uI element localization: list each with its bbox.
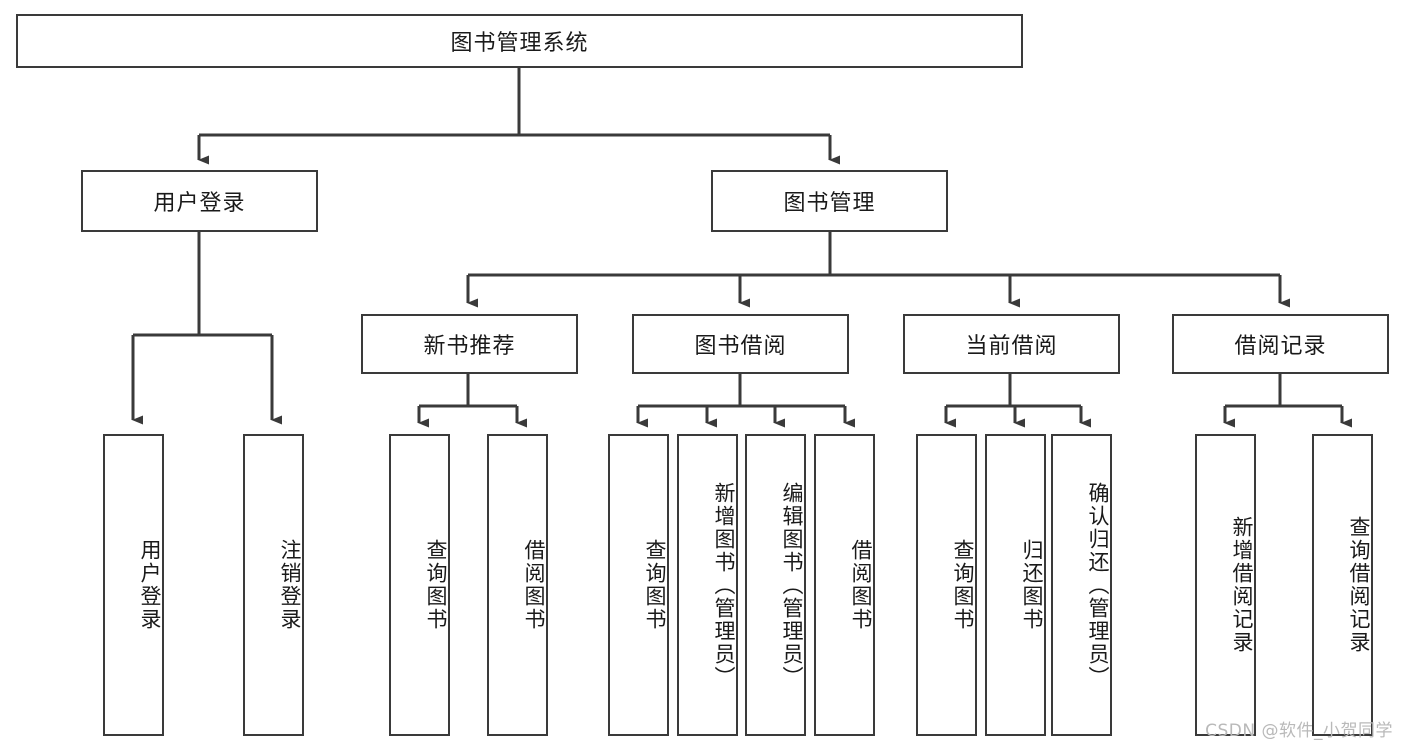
leaf-return-book-label: 归还图书 bbox=[1020, 539, 1044, 631]
node-borrow-record[interactable]: 借阅记录 bbox=[1172, 314, 1389, 374]
leaf-borrow-book-2-label: 借阅图书 bbox=[849, 539, 873, 631]
leaf-logout-login-label: 注销登录 bbox=[278, 539, 302, 631]
node-book-borrow-label: 图书借阅 bbox=[694, 334, 787, 359]
node-current-borrow-label: 当前借阅 bbox=[965, 334, 1058, 359]
leaf-logout-login[interactable]: 注销登录 bbox=[243, 434, 304, 736]
leaf-edit-book[interactable]: 编辑图书（管理员） bbox=[745, 434, 806, 736]
leaf-user-login[interactable]: 用户登录 bbox=[103, 434, 164, 736]
node-user-login-label: 用户登录 bbox=[153, 191, 246, 216]
leaf-query-book-2-label: 查询图书 bbox=[643, 539, 667, 631]
node-book-manage[interactable]: 图书管理 bbox=[711, 170, 948, 232]
leaf-add-record-label: 新增借阅记录 bbox=[1230, 516, 1254, 654]
leaf-borrow-book-1[interactable]: 借阅图书 bbox=[487, 434, 548, 736]
leaf-borrow-book-2[interactable]: 借阅图书 bbox=[814, 434, 875, 736]
node-new-book-recommend[interactable]: 新书推荐 bbox=[361, 314, 578, 374]
leaf-query-record-label: 查询借阅记录 bbox=[1347, 516, 1371, 654]
leaf-edit-book-label: 编辑图书（管理员） bbox=[780, 481, 804, 689]
watermark: CSDN @软件_小贺同学 bbox=[1205, 721, 1393, 741]
leaf-confirm-return-label: 确认归还（管理员） bbox=[1086, 481, 1110, 689]
node-current-borrow[interactable]: 当前借阅 bbox=[903, 314, 1120, 374]
node-user-login[interactable]: 用户登录 bbox=[81, 170, 318, 232]
leaf-query-book-3-label: 查询图书 bbox=[951, 539, 975, 631]
leaf-add-book-label: 新增图书（管理员） bbox=[712, 481, 736, 689]
leaf-confirm-return[interactable]: 确认归还（管理员） bbox=[1051, 434, 1112, 736]
node-book-borrow[interactable]: 图书借阅 bbox=[632, 314, 849, 374]
node-borrow-record-label: 借阅记录 bbox=[1234, 334, 1327, 359]
leaf-query-book-1[interactable]: 查询图书 bbox=[389, 434, 450, 736]
node-root-label: 图书管理系统 bbox=[450, 31, 589, 56]
leaf-user-login-label: 用户登录 bbox=[138, 539, 162, 631]
node-book-manage-label: 图书管理 bbox=[783, 191, 876, 216]
leaf-add-book[interactable]: 新增图书（管理员） bbox=[677, 434, 738, 736]
node-new-book-recommend-label: 新书推荐 bbox=[423, 334, 516, 359]
leaf-query-book-2[interactable]: 查询图书 bbox=[608, 434, 669, 736]
leaf-query-book-1-label: 查询图书 bbox=[424, 539, 448, 631]
leaf-return-book[interactable]: 归还图书 bbox=[985, 434, 1046, 736]
leaf-query-book-3[interactable]: 查询图书 bbox=[916, 434, 977, 736]
leaf-add-record[interactable]: 新增借阅记录 bbox=[1195, 434, 1256, 736]
leaf-query-record[interactable]: 查询借阅记录 bbox=[1312, 434, 1373, 736]
leaf-borrow-book-1-label: 借阅图书 bbox=[522, 539, 546, 631]
node-root[interactable]: 图书管理系统 bbox=[16, 14, 1023, 68]
